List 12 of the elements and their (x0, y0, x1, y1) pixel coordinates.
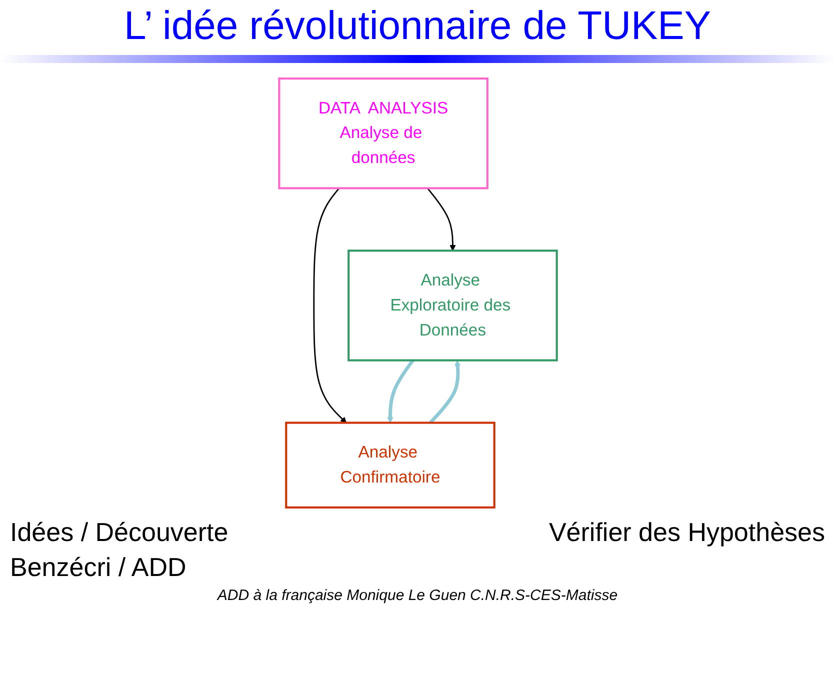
node-caption: Vérifier des Hypothèses (548, 517, 825, 548)
arrow (428, 360, 460, 424)
arrow (386, 359, 414, 424)
arrow (426, 188, 456, 251)
footer-note: ADD à la française Monique Le Guen C.N.R.S-CES-Matisse (216, 587, 619, 604)
node-caption: Benzécri / ADD (10, 552, 188, 583)
arrow (312, 188, 346, 424)
node-box: Analyse Exploratoire des Données (347, 250, 558, 362)
node-box: DATA ANALYSIS Analyse de données (278, 78, 488, 190)
title: L’ idée révolutionnaire de TUKEY (122, 4, 712, 49)
node-box: Analyse Confirmatoire (284, 422, 495, 508)
node-caption: Idées / Découverte (10, 517, 228, 548)
